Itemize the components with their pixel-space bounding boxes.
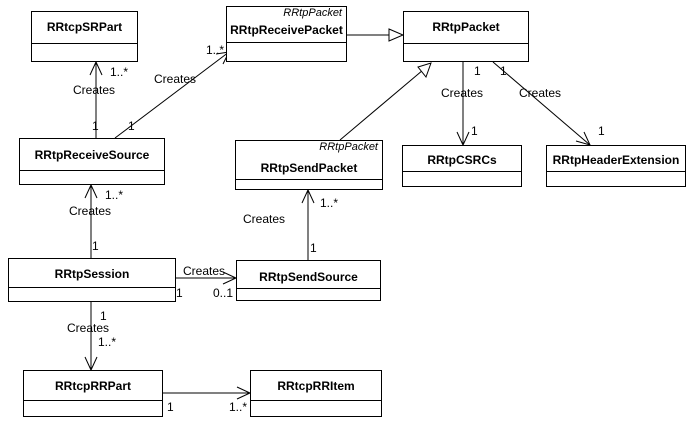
- mult-csrcs-one: 1: [471, 124, 478, 138]
- class-name: RRtpSession: [54, 267, 130, 281]
- class-divider: [404, 43, 528, 44]
- class-rrtp-header-extension[interactable]: RRtpHeaderExtension: [546, 145, 686, 187]
- mult-packet-one-a: 1: [474, 64, 481, 78]
- class-name: RRtpHeaderExtension: [552, 153, 680, 167]
- class-name: RRtpReceivePacket: [230, 23, 343, 37]
- class-divider: [32, 43, 137, 44]
- class-divider: [9, 287, 175, 288]
- class-rrtp-csrcs[interactable]: RRtpCSRCs: [402, 145, 522, 187]
- mult-sendsource-zero-one: 0..1: [213, 286, 234, 300]
- class-name: RRtpSendPacket: [260, 161, 358, 175]
- class-divider: [403, 171, 521, 172]
- assoc-rrpart-rritem: [163, 386, 252, 400]
- label-creates-rrpart: Creates: [67, 321, 110, 335]
- class-rrtp-send-source[interactable]: RRtpSendSource: [236, 260, 381, 301]
- label-creates-srpart: Creates: [73, 83, 116, 97]
- assoc-packet-csrcs: [456, 62, 470, 147]
- class-rrtcp-rr-part[interactable]: RRtcpRRPart: [23, 370, 163, 417]
- class-divider: [227, 42, 346, 43]
- class-rrtcp-rr-item[interactable]: RRtcpRRItem: [250, 370, 382, 417]
- class-divider: [251, 400, 381, 401]
- label-creates-sendpacket: Creates: [243, 212, 286, 226]
- mult-receivesource-many: 1..*: [105, 188, 124, 202]
- mult-rrpart-one: 1: [167, 400, 174, 414]
- label-creates-sendsource: Creates: [183, 264, 226, 278]
- mult-session-one-a: 1: [92, 239, 99, 253]
- class-name: RRtcpRRPart: [54, 379, 131, 393]
- class-divider: [547, 171, 685, 172]
- class-divider: [20, 170, 164, 171]
- class-divider: [237, 288, 380, 289]
- class-rrtp-receive-source[interactable]: RRtpReceiveSource: [19, 138, 165, 185]
- mult-headerextension-one: 1: [598, 124, 605, 138]
- assoc-session-rrpart: [84, 302, 98, 372]
- assoc-session-receivesource: [84, 183, 98, 258]
- class-divider: [236, 179, 382, 180]
- label-creates-receivepacket: Creates: [154, 72, 197, 86]
- mult-session-one-c: 1: [100, 309, 107, 323]
- class-rrtp-packet[interactable]: RRtpPacket: [403, 11, 529, 62]
- class-rrtcp-sr-part[interactable]: RRtcpSRPart: [31, 11, 138, 62]
- generalization-receivepacket-to-packet: [346, 28, 405, 42]
- class-stereotype: RRtpPacket: [319, 141, 378, 153]
- class-rrtp-send-packet[interactable]: RRtpPacket RRtpSendPacket: [235, 140, 383, 190]
- label-creates-headerextension: Creates: [519, 86, 562, 100]
- class-stereotype: RRtpPacket: [283, 7, 342, 19]
- class-name: RRtpSendSource: [259, 270, 358, 284]
- mult-rrpart-many: 1..*: [98, 335, 117, 349]
- mult-receivepacket-many: 1..*: [206, 43, 225, 57]
- mult-rritem-many: 1..*: [229, 400, 248, 414]
- label-creates-receivesource: Creates: [69, 204, 112, 218]
- class-divider: [24, 400, 162, 401]
- mult-sendsource-one: 1: [310, 241, 317, 255]
- class-rrtp-session[interactable]: RRtpSession: [8, 258, 176, 302]
- mult-session-one-b: 1: [176, 286, 183, 300]
- mult-packet-one-b: 1: [500, 64, 507, 78]
- mult-srpart-many: 1..*: [110, 65, 129, 79]
- assoc-receivesource-srpart: [89, 60, 103, 138]
- mult-receivesource-one-b: 1: [128, 119, 135, 133]
- class-name: RRtcpRRItem: [277, 379, 355, 393]
- class-name: RRtpCSRCs: [427, 153, 497, 167]
- class-rrtp-receive-packet[interactable]: RRtpPacket RRtpReceivePacket: [226, 6, 347, 62]
- class-name: RRtcpSRPart: [46, 20, 123, 34]
- class-name: RRtpPacket: [432, 20, 500, 34]
- assoc-packet-headerextension: [492, 61, 591, 146]
- label-creates-csrcs: Creates: [441, 86, 484, 100]
- generalization-sendpacket-to-packet: [339, 62, 432, 141]
- class-name: RRtpReceiveSource: [34, 148, 150, 162]
- mult-receivesource-one-a: 1: [92, 119, 99, 133]
- assoc-sendsource-sendpacket: [301, 188, 315, 260]
- mult-sendpacket-many: 1..*: [320, 196, 339, 210]
